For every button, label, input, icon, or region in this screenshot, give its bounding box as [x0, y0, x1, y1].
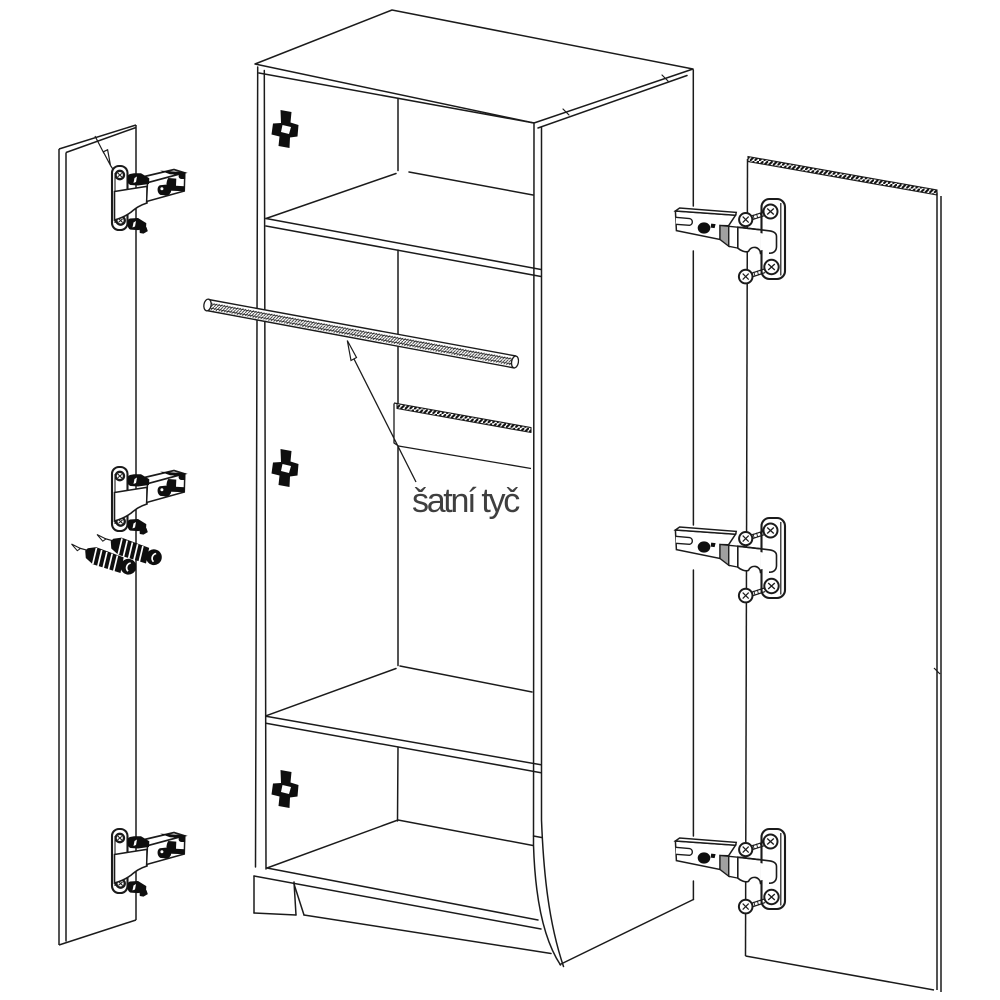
- svg-text:šatní tyč: šatní tyč: [412, 482, 520, 520]
